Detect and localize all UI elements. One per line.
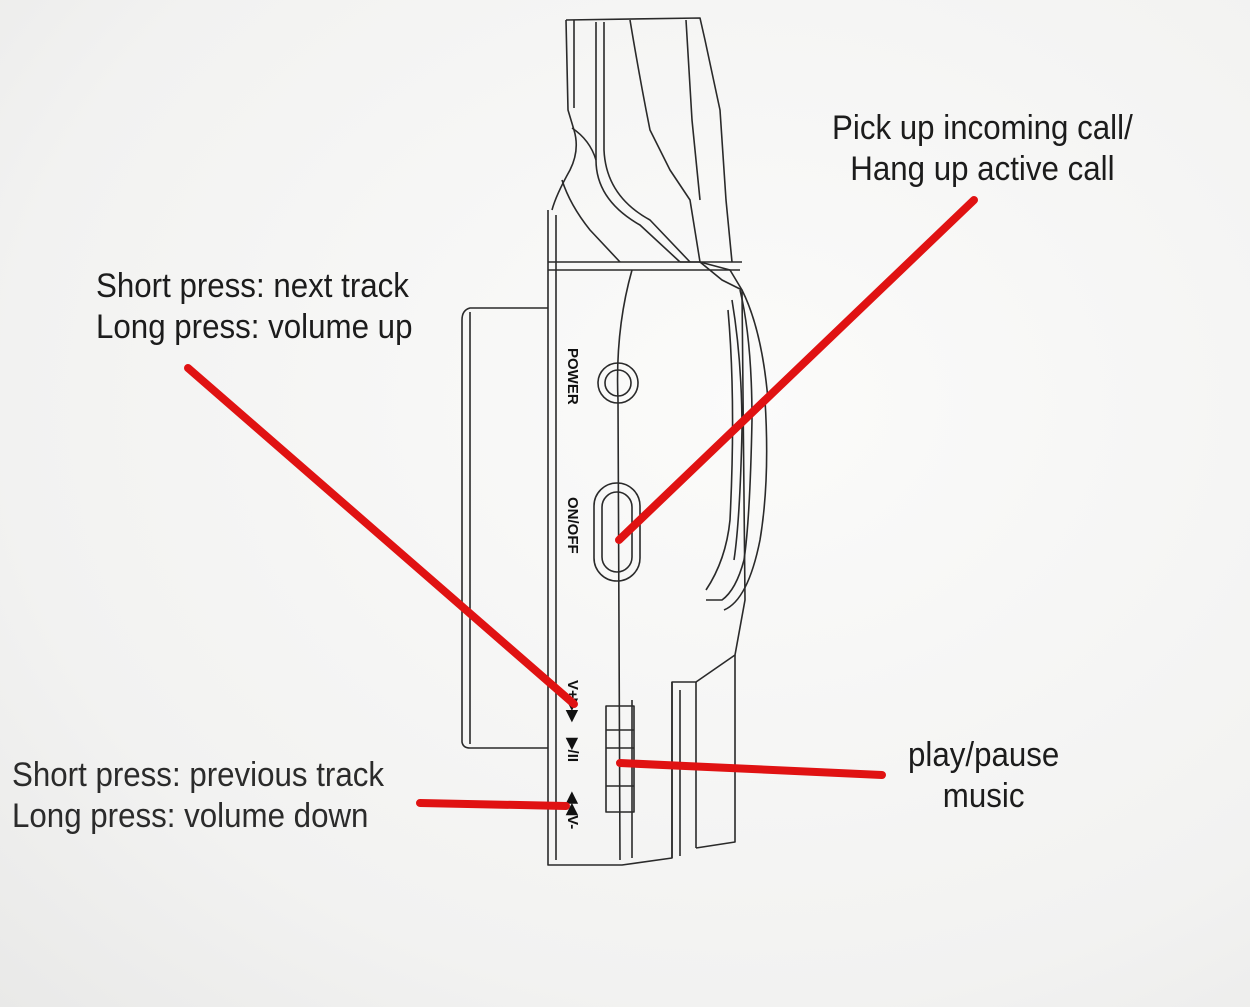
leader-lines [184, 196, 978, 810]
callout-next-track-line2: Long press: volume up [96, 308, 413, 347]
callout-play-pause-line1: play/pause [908, 736, 1060, 774]
callout-prev-track-line2: Long press: volume down [12, 797, 369, 836]
leader-prev-track [416, 799, 570, 810]
volume-down-label: ◀◀V- [564, 791, 581, 829]
callout-play-pause-line2: music [942, 777, 1025, 816]
play-pause-label: ▶/II [564, 737, 581, 762]
device-outline [461, 17, 769, 866]
callout-play-pause: play/pause music [908, 735, 1059, 818]
callout-next-track: Short press: next track Long press: volu… [96, 266, 412, 349]
callout-call-line2: Hang up active call [850, 150, 1115, 189]
callout-prev-track-line1: Short press: previous track [12, 756, 385, 794]
callout-call-line1: Pick up incoming call/ [832, 109, 1133, 147]
power-label: POWER [564, 348, 581, 405]
callout-previous-track: Short press: previous track Long press: … [12, 755, 384, 838]
leader-play-pause [616, 759, 886, 779]
on-off-label: ON/OFF [564, 497, 581, 554]
leader-call [615, 196, 978, 544]
callout-call: Pick up incoming call/ Hang up active ca… [832, 108, 1133, 191]
leader-next-track [184, 364, 578, 708]
callout-next-track-line1: Short press: next track [96, 267, 409, 305]
